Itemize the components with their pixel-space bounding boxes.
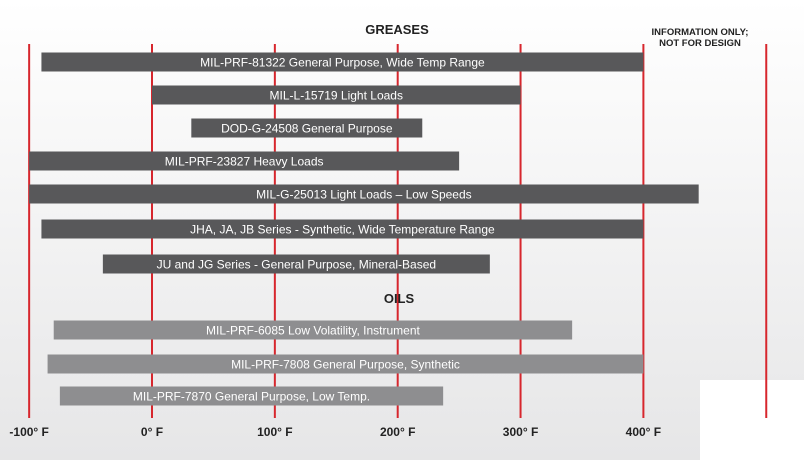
bar-label: DOD-G-24508 General Purpose (221, 122, 393, 136)
x-tick-label: 200° F (380, 425, 415, 439)
range-bar (41, 219, 644, 239)
x-tick-label: 400° F (626, 425, 661, 439)
range-bar (47, 354, 644, 374)
bar-label: MIL-PRF-7870 General Purpose, Low Temp. (133, 390, 370, 404)
range-bar (152, 85, 521, 105)
bar-label: JU and JG Series - General Purpose, Mine… (157, 258, 436, 272)
bar-label: MIL-PRF-81322 General Purpose, Wide Temp… (200, 56, 485, 70)
bar-label: MIL-PRF-6085 Low Volatility, Instrument (206, 324, 421, 338)
x-tick-label: 300° F (503, 425, 538, 439)
x-tick-label: -100° F (9, 425, 48, 439)
x-axis-tick-labels: -100° F 0° F 100° F 200° F 300° F 400° F (9, 425, 661, 439)
range-bar (29, 184, 699, 204)
bar-label: MIL-G-25013 Light Loads – Low Speeds (256, 188, 471, 202)
range-bar (59, 386, 444, 406)
bar-label: JHA, JA, JB Series - Synthetic, Wide Tem… (190, 223, 495, 237)
x-tick-label: 100° F (257, 425, 292, 439)
range-bar (53, 320, 573, 340)
range-bar (29, 151, 460, 171)
info-note-line-1: INFORMATION ONLY; (652, 27, 749, 38)
section-title-greases: GREASES (365, 22, 429, 37)
info-note-line-2: NOT FOR DESIGN (659, 38, 741, 49)
bar-label: MIL-PRF-7808 General Purpose, Synthetic (231, 358, 460, 372)
bar-label: MIL-PRF-23827 Heavy Loads (165, 155, 324, 169)
range-bar (41, 52, 644, 72)
section-title-oils: OILS (384, 291, 415, 306)
x-tick-label: 0° F (141, 425, 163, 439)
range-bar (102, 254, 490, 274)
bars: MIL-PRF-81322 General Purpose, Wide Temp… (29, 52, 699, 406)
range-bar (191, 118, 423, 138)
bar-label: MIL-L-15719 Light Loads (270, 89, 403, 103)
corner-cutout (700, 380, 804, 460)
